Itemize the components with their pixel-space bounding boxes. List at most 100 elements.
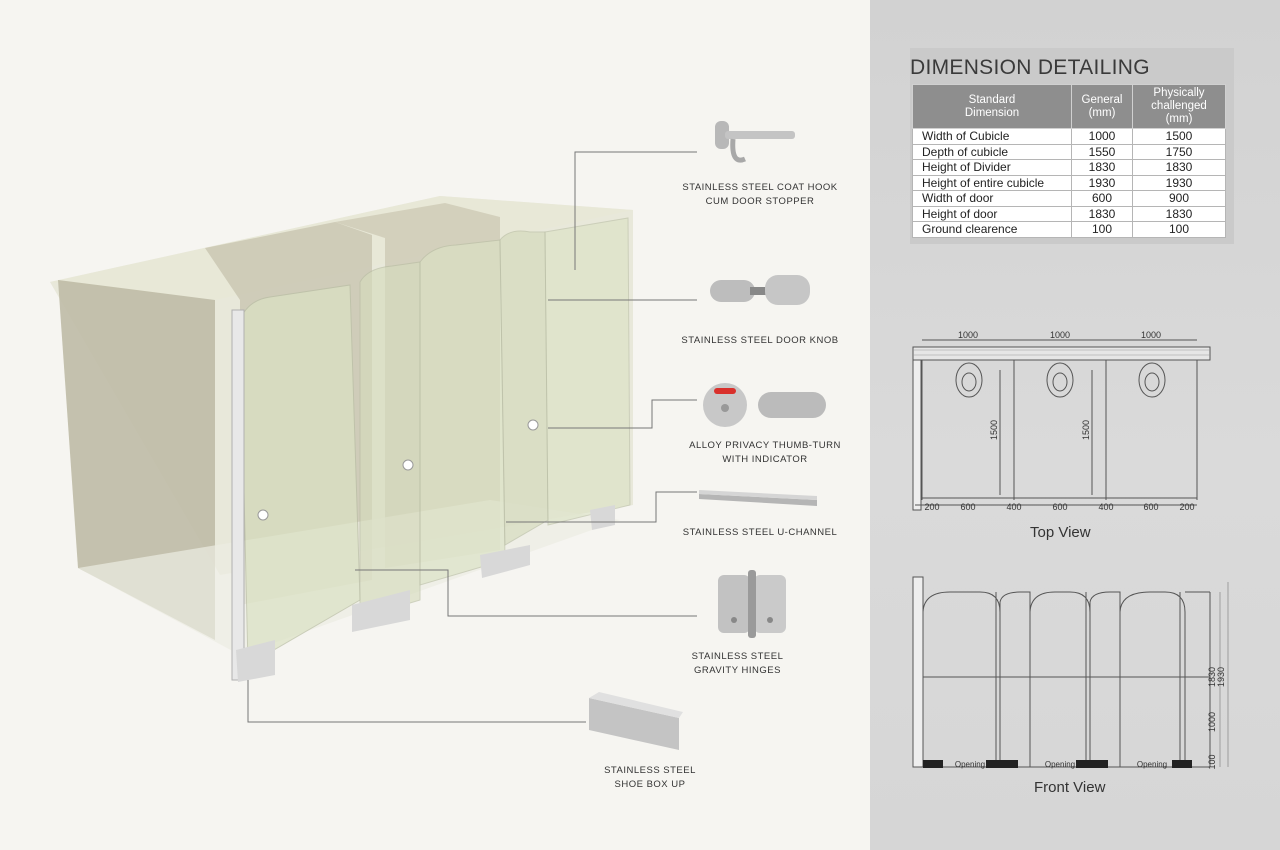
header-general: General (mm) (1071, 84, 1133, 129)
cell-pc: 100 (1132, 221, 1226, 238)
shoe-box-icon (589, 692, 683, 750)
left-side-wall (58, 280, 215, 640)
cell-pc: 1830 (1132, 205, 1226, 222)
hinges-label: STAINLESS STEEL GRAVITY HINGES (660, 650, 815, 678)
front-opening-1: Opening (955, 760, 985, 769)
cell-pc: 1500 (1132, 128, 1226, 145)
cell-pc: 1930 (1132, 174, 1226, 191)
cell-label: Height of Divider (912, 159, 1072, 176)
cell-label: Width of Cubicle (912, 128, 1072, 145)
u-channel-icon (699, 490, 817, 506)
gravity-hinges-icon (718, 570, 786, 638)
knob-2 (402, 459, 414, 471)
knob-3 (527, 419, 539, 431)
cubicle-3d-illustration (50, 151, 697, 723)
cell-general: 1830 (1071, 159, 1133, 176)
label-line: STAINLESS STEEL (604, 765, 696, 776)
header-line: (mm) (1088, 106, 1116, 119)
leader-lines (247, 151, 697, 723)
dimension-title: DIMENSION DETAILING (910, 56, 1150, 79)
cell-general: 1000 (1071, 128, 1133, 145)
cell-general: 1550 (1071, 143, 1133, 160)
knob-1 (257, 509, 269, 521)
front-panel-2 (499, 230, 549, 546)
header-line: Physically (1153, 87, 1205, 99)
dimension-table: Standard Dimension General (mm) Physical… (912, 84, 1226, 238)
cell-general: 100 (1071, 221, 1133, 238)
cell-general: 1830 (1071, 205, 1133, 222)
front-door-2 (419, 239, 506, 586)
front-panel-1 (359, 261, 421, 619)
header-standard-dimension: Standard Dimension (912, 84, 1072, 129)
leg-2 (352, 590, 410, 632)
front-opening-3: Opening (1137, 760, 1167, 769)
dimension-panel: DIMENSION DETAILING Standard Dimension G… (870, 0, 1280, 850)
door-knob-icon (710, 275, 810, 305)
cell-pc: 900 (1132, 190, 1226, 207)
header-line: Dimension (964, 106, 1020, 119)
label-line: STAINLESS STEEL COAT HOOK (682, 182, 838, 193)
front-opening-2: Opening (1045, 760, 1075, 769)
header-physically-challenged: Physically challenged (mm) (1132, 84, 1226, 129)
cell-general: 600 (1071, 190, 1133, 207)
cell-label: Depth of cubicle (912, 143, 1072, 160)
front-door-1 (239, 284, 361, 666)
label-line: SHOE BOX UP (614, 779, 686, 790)
top-bottom-6: 600 (1143, 502, 1158, 512)
top-depth-2: 1500 (1081, 420, 1091, 440)
top-bottom-2: 600 (960, 502, 975, 512)
front-view-drawing: Opening Opening Opening 1830 1930 1000 1… (912, 576, 1229, 770)
top-view-drawing: 1000 1000 1000 1500 1500 200 600 400 600… (912, 330, 1211, 512)
pilaster-1 (231, 309, 245, 681)
leg-3 (480, 545, 530, 578)
top-bottom-1: 200 (924, 502, 939, 512)
cell-pc: 1750 (1132, 143, 1226, 160)
cell-label: Height of door (912, 205, 1072, 222)
front-height-1000: 1000 (1207, 712, 1217, 732)
header-line: challenged (mm) (1151, 100, 1207, 125)
label-line: STAINLESS STEEL (691, 651, 784, 662)
top-width-3: 1000 (1141, 330, 1161, 340)
u-channel-label: STAINLESS STEEL U-CHANNEL (670, 526, 850, 540)
coat-hook-label: STAINLESS STEEL COAT HOOK CUM DOOR STOPP… (670, 181, 850, 209)
thumb-turn-icon (703, 383, 826, 427)
top-bottom-5: 400 (1098, 502, 1113, 512)
top-width-2: 1000 (1050, 330, 1070, 340)
header-line: Standard (968, 93, 1016, 106)
leg-1 (236, 640, 275, 682)
cell-label: Height of entire cubicle (912, 174, 1072, 191)
illustration-panel: STAINLESS STEEL COAT HOOK CUM DOOR STOPP… (50, 121, 855, 792)
top-bottom-3: 400 (1006, 502, 1021, 512)
front-height-1930: 1930 (1216, 667, 1226, 687)
top-width-1: 1000 (958, 330, 978, 340)
cell-label: Width of door (912, 190, 1072, 207)
top-depth-1: 1500 (989, 420, 999, 440)
label-line: STAINLESS STEEL DOOR KNOB (681, 335, 839, 346)
top-bottom-4: 600 (1052, 502, 1067, 512)
cell-general: 1930 (1071, 174, 1133, 191)
door-knob-label: STAINLESS STEEL DOOR KNOB (670, 334, 850, 348)
header-line: General (1081, 93, 1123, 106)
label-line: ALLOY PRIVACY THUMB-TURN (689, 440, 841, 451)
thumb-turn-label: ALLOY PRIVACY THUMB-TURN WITH INDICATOR (675, 439, 855, 467)
cell-label: Ground clearence (912, 221, 1072, 238)
shoe-box-label: STAINLESS STEEL SHOE BOX UP (575, 764, 725, 792)
top-view-caption: Top View (1030, 524, 1091, 541)
coat-hook-icon (715, 121, 795, 163)
front-height-1830: 1830 (1207, 667, 1217, 687)
label-line: WITH INDICATOR (722, 454, 808, 465)
front-view-caption: Front View (1034, 779, 1106, 796)
leg-4 (590, 505, 615, 530)
top-bottom-7: 200 (1179, 502, 1194, 512)
label-line: CUM DOOR STOPPER (705, 196, 815, 207)
label-line: STAINLESS STEEL U-CHANNEL (682, 527, 838, 538)
front-door-3 (544, 217, 631, 526)
